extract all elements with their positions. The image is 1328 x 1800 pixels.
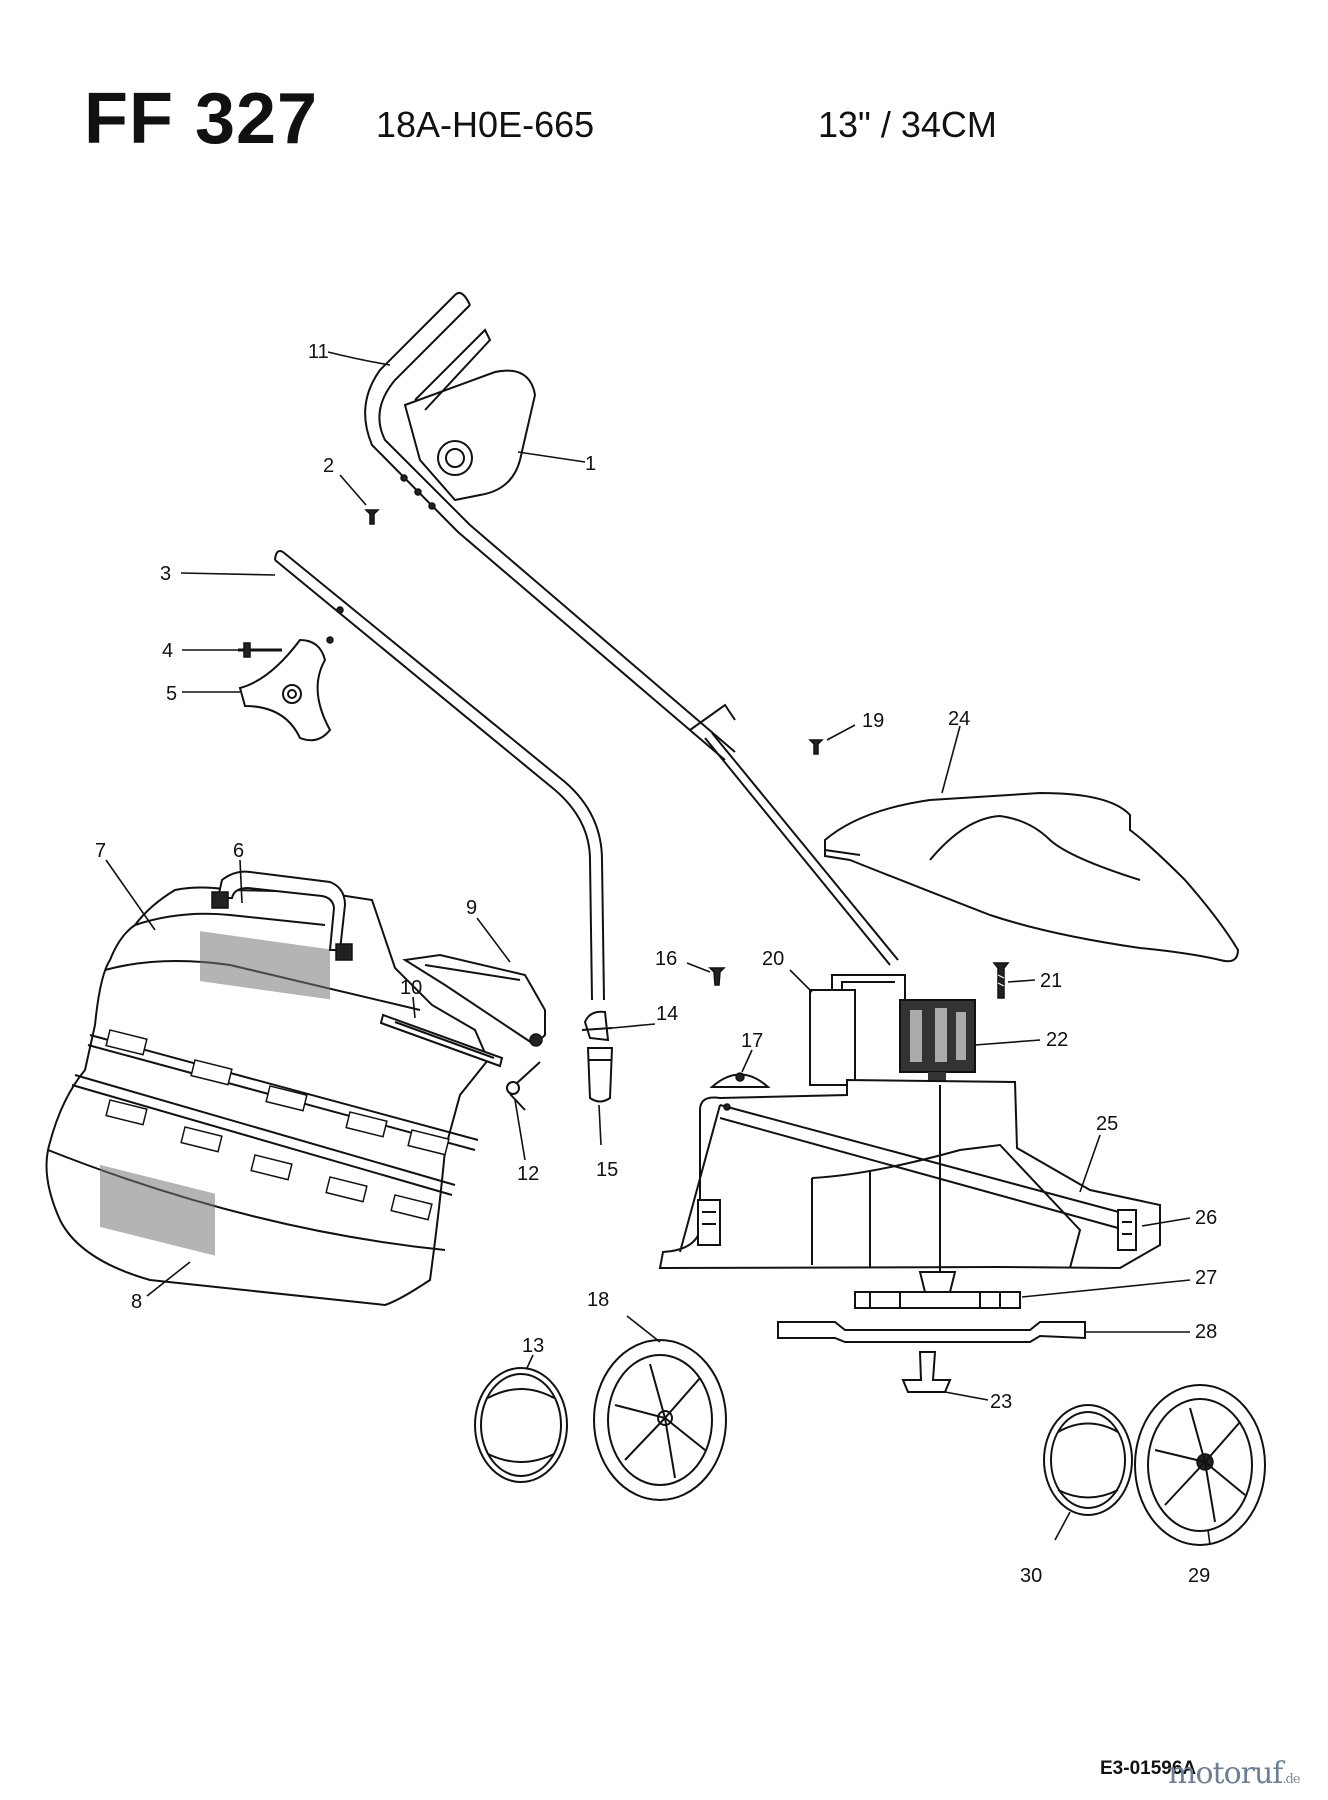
bag-clip	[402, 953, 546, 1047]
mower-deck	[658, 1078, 1161, 1280]
document-reference: E3-01596A	[1100, 1758, 1197, 1779]
callout-11: 11	[308, 341, 329, 363]
torsion-spring	[506, 1061, 541, 1111]
callout-2: 2	[323, 455, 334, 477]
screw-2	[364, 509, 380, 525]
bolt-4	[238, 642, 282, 658]
upper-handle	[364, 292, 899, 966]
lower-handle	[274, 550, 605, 1001]
callout-14: 14	[656, 1003, 678, 1025]
callout-6: 6	[233, 840, 244, 862]
hubcap-30	[1043, 1404, 1133, 1516]
callout-1: 1	[585, 453, 596, 475]
screw-19	[808, 739, 824, 755]
blade-carrier	[854, 1271, 1021, 1309]
switch-box	[400, 328, 537, 510]
callout-18: 18	[587, 1289, 609, 1311]
hubcap-13	[474, 1367, 568, 1483]
switch-guard	[709, 1072, 771, 1088]
callout-27: 27	[1195, 1267, 1217, 1289]
grass-catcher-bag	[45, 886, 490, 1307]
callout-30: 30	[1020, 1565, 1042, 1587]
capacitor	[809, 974, 906, 1086]
cable-clamp	[581, 1010, 613, 1042]
screw-16	[708, 967, 726, 986]
part-number: 18A-H0E-665	[376, 104, 595, 145]
callout-9: 9	[466, 897, 477, 919]
callout-12: 12	[517, 1163, 539, 1185]
callout-5: 5	[166, 683, 177, 705]
callout-17: 17	[741, 1030, 763, 1052]
callout-10: 10	[400, 977, 422, 999]
model-title: FF 327	[84, 79, 319, 159]
front-wheel	[1134, 1384, 1266, 1546]
star-knob	[238, 638, 332, 742]
callout-24: 24	[948, 708, 970, 730]
brand-logo[interactable]: motoruf.de	[1168, 1756, 1301, 1791]
callout-8: 8	[131, 1291, 142, 1313]
blade-bolt	[901, 1351, 952, 1393]
callout-28: 28	[1195, 1321, 1217, 1343]
callout-23: 23	[990, 1391, 1012, 1413]
cutting-width: 13" / 34CM	[818, 104, 997, 145]
callout-7: 7	[95, 840, 106, 862]
leader-lines	[105, 351, 1211, 1546]
callout-19: 19	[862, 710, 884, 732]
callout-29: 29	[1188, 1565, 1210, 1587]
callout-15: 15	[596, 1159, 618, 1181]
motor-cover	[824, 791, 1240, 963]
callout-22: 22	[1046, 1029, 1068, 1051]
callout-21: 21	[1040, 970, 1062, 992]
cutting-blade	[777, 1321, 1086, 1343]
electric-motor	[899, 999, 976, 1084]
callout-numbers: 1 2 3 4 5 6 7 8 9 10 11 12 13 14 15 16 1…	[95, 341, 1217, 1587]
callout-26: 26	[1195, 1207, 1217, 1229]
callout-3: 3	[160, 563, 171, 585]
callout-16: 16	[655, 948, 677, 970]
brand-suffix: .de	[1282, 1772, 1300, 1787]
callout-13: 13	[522, 1335, 544, 1357]
callout-20: 20	[762, 948, 784, 970]
rear-wheel	[593, 1339, 727, 1501]
callout-4: 4	[162, 640, 173, 662]
screw-21	[992, 962, 1010, 999]
brand-name: motoruf	[1168, 1756, 1283, 1791]
handle-plug	[586, 1047, 614, 1103]
callout-25: 25	[1096, 1113, 1118, 1135]
hinge-rod	[379, 1013, 504, 1068]
